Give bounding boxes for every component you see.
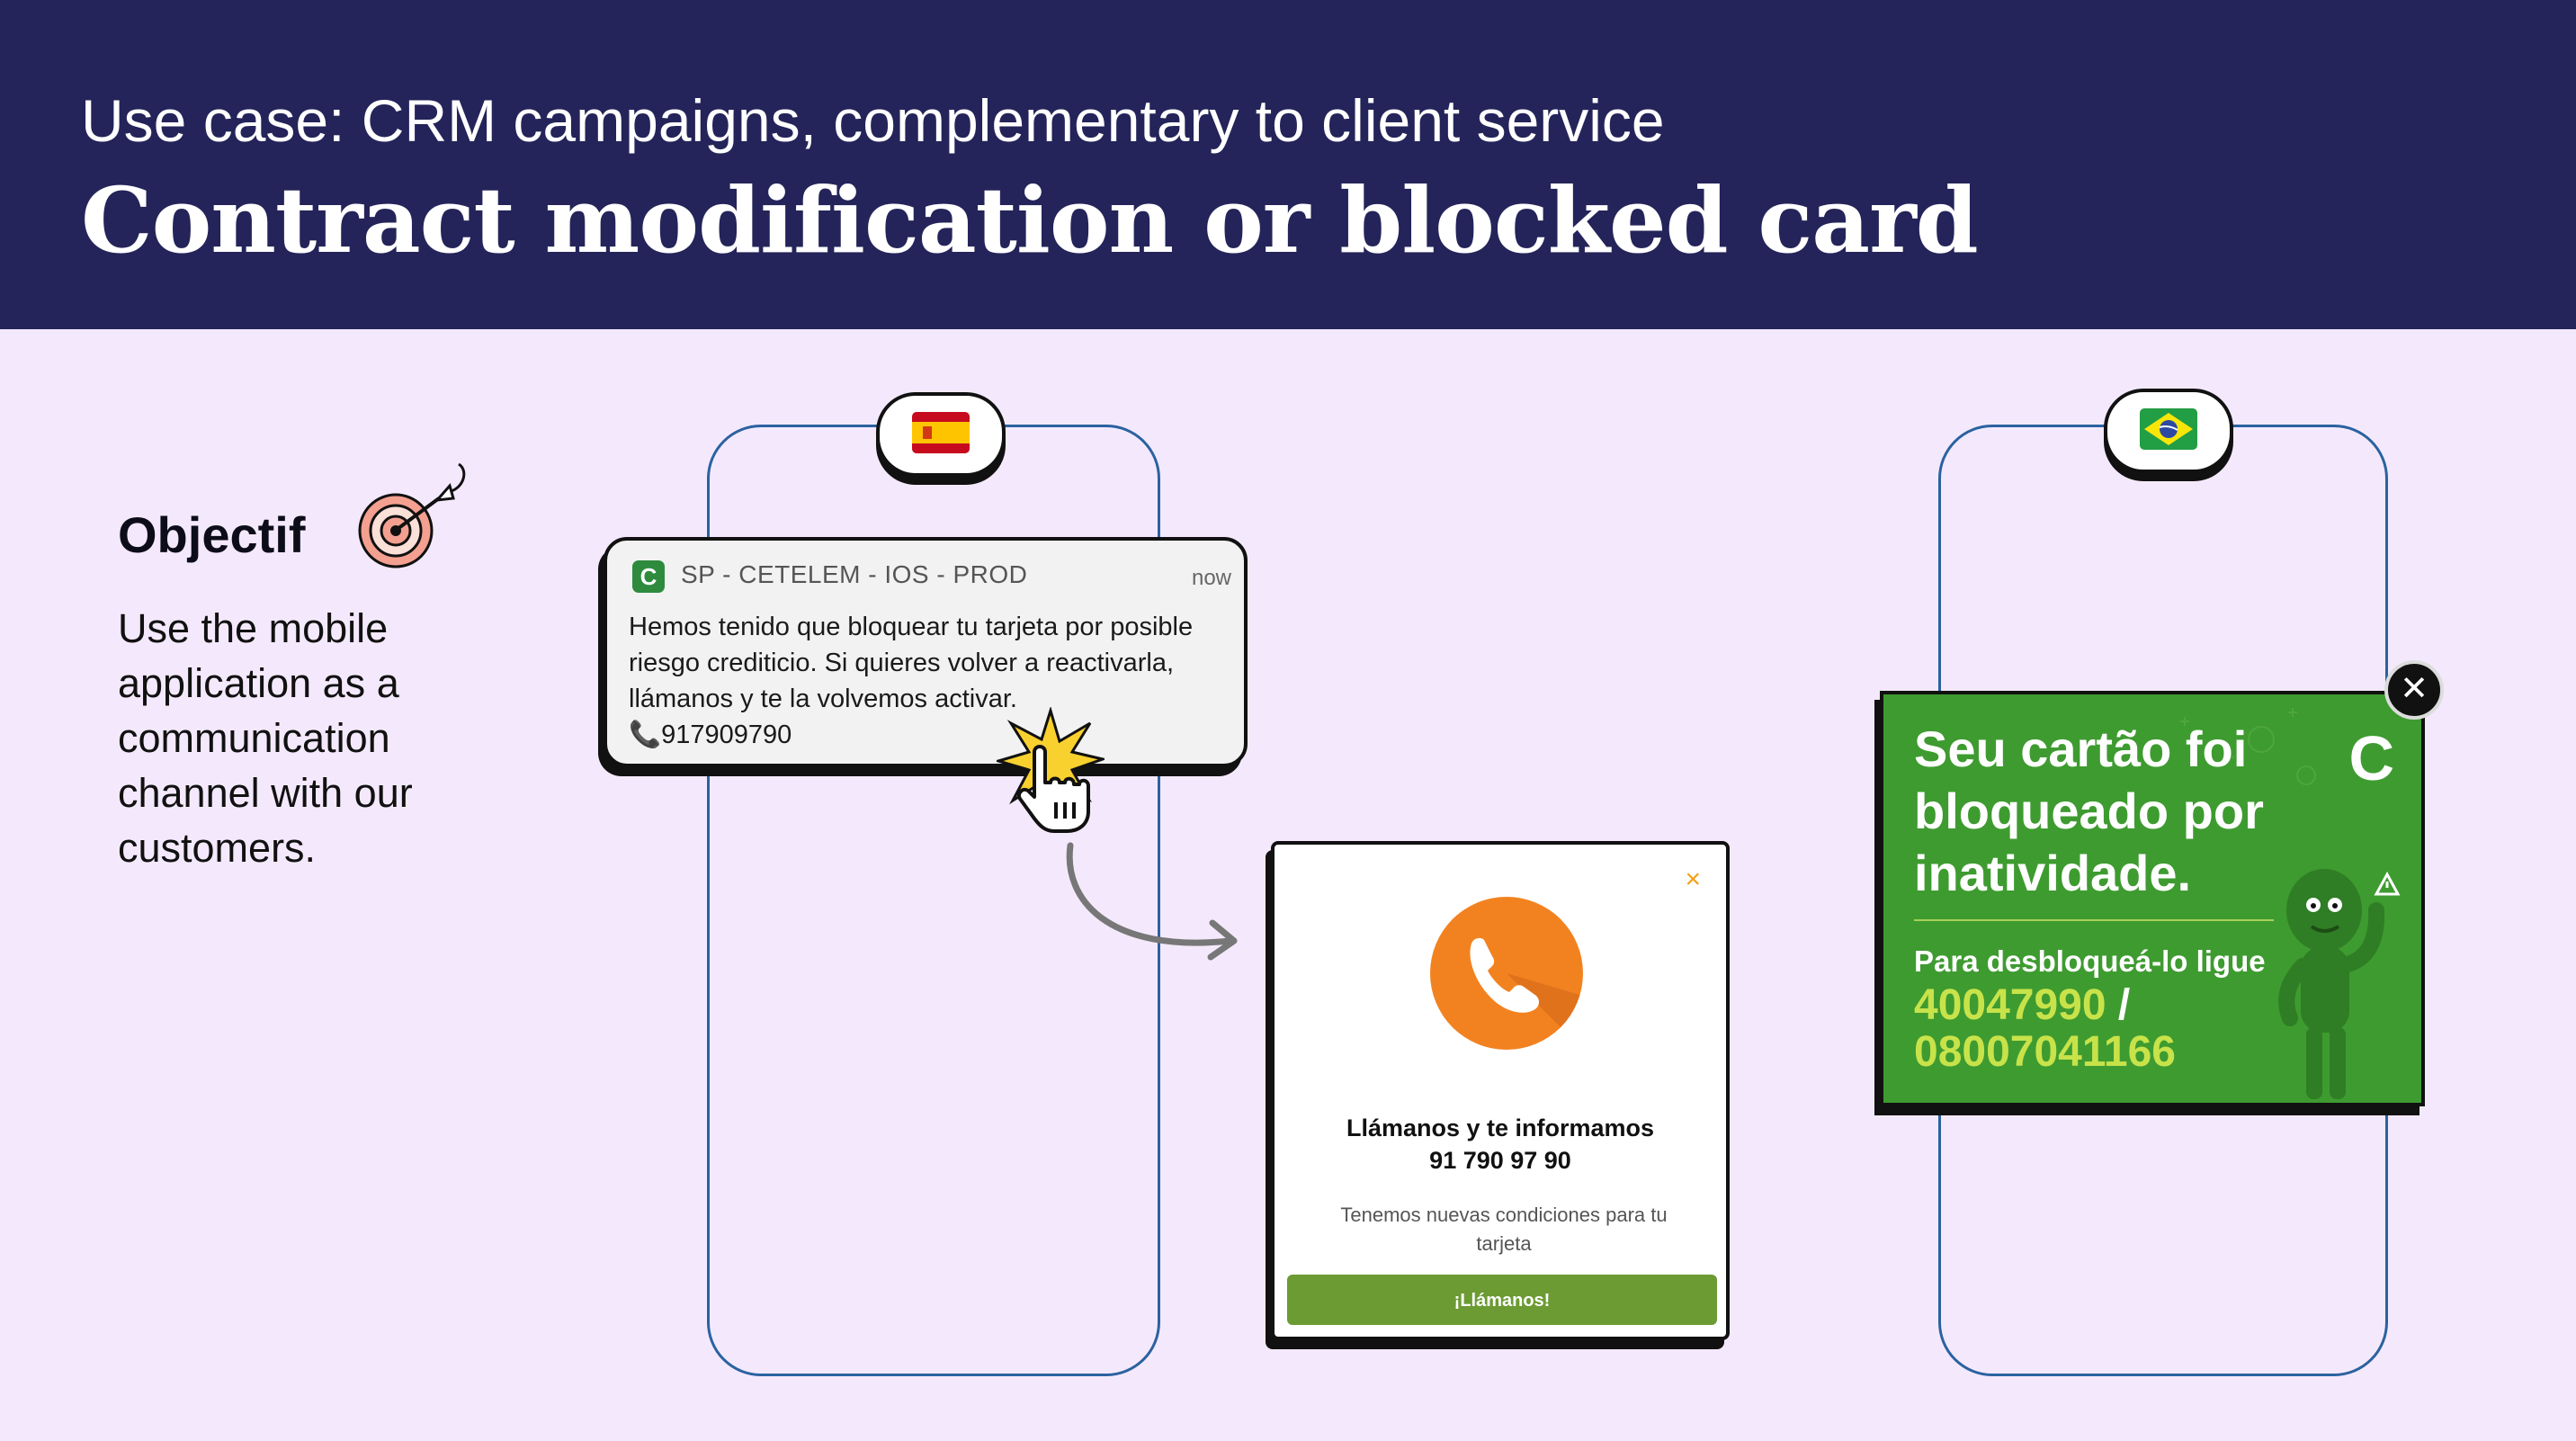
banner-phone-2: 08007041166 [1914,1028,2176,1076]
spain-flag-icon [912,412,970,453]
popup-description: Tenemos nuevas condiciones para tu tarje… [1340,1204,1668,1255]
in-app-popup: × Llámanos y te informamos 91 790 97 90 … [1271,841,1730,1340]
target-icon [358,462,466,568]
curved-arrow-icon [1066,842,1238,961]
banner-divider [1914,919,2274,921]
banner-title: Seu cartão foi bloqueado por inatividade… [1914,720,2264,901]
notification-time: now [1191,566,1231,590]
banner-pattern [2180,708,2316,785]
brazil-flag-icon [2140,408,2197,450]
page-subtitle: Use case: CRM campaigns, complementary t… [81,87,1665,154]
flag-pill-brazil [2104,389,2233,473]
popup-phone-number: 91 790 97 90 [1429,1147,1571,1174]
cetelem-logo-icon: C [2348,723,2394,793]
notification-app-name: SP - CETELEM - IOS - PROD [681,560,1028,588]
banner-close-button[interactable]: ✕ [2384,660,2444,720]
app-icon: C [632,560,665,593]
popup-close-icon[interactable]: × [1685,864,1701,894]
banner-subtitle: Para desbloqueá-lo ligue [1914,944,2266,978]
blocked-card-banner: Seu cartão foi bloqueado por inatividade… [1880,691,2425,1106]
header-banner: Use case: CRM campaigns, complementary t… [0,0,2576,329]
page-title: Contract modification or blocked card [81,167,1979,273]
phone-icon [1430,897,1583,1050]
objective-title: Objectif [118,506,306,563]
push-notification[interactable]: C SP - CETELEM - IOS - PROD now Hemos te… [604,537,1248,767]
call-us-button[interactable]: ¡Llámanos! [1287,1275,1717,1325]
notification-message: Hemos tenido que bloquear tu tarjeta por… [629,613,1194,713]
popup-title: Llámanos y te informamos [1346,1114,1655,1141]
objective-description: Use the mobile application as a communic… [118,605,413,871]
pointer-hand-icon [1017,745,1090,833]
notification-phone: 📞917909790 [629,720,792,749]
notification-body: Hemos tenido que bloquear tu tarjeta por… [629,609,1240,753]
green-mascot-icon [2278,869,2401,1099]
banner-phone-1: 40047990 / [1914,981,2131,1029]
flag-pill-spain [876,392,1006,477]
banner-slash: / [2106,981,2131,1029]
